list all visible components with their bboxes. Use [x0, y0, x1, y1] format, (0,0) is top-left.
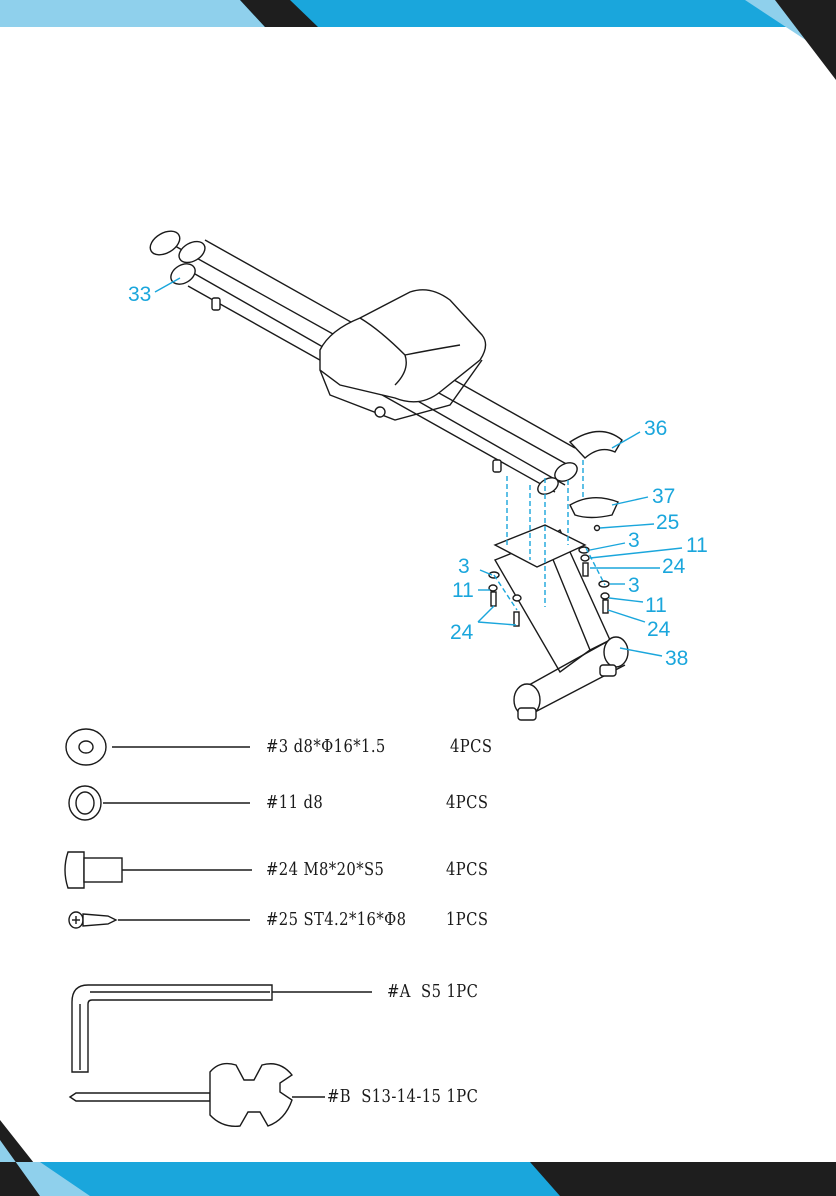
callout-11-upper-right: 11 [686, 535, 708, 556]
bottom-banner [0, 1120, 836, 1196]
flat-washer-icon [66, 729, 106, 765]
tool-spec-a: #A S5 1PC [387, 983, 478, 1001]
hardware-qty-24: 4PCS [446, 861, 488, 879]
callout-24-left: 24 [450, 622, 473, 643]
top-banner [0, 0, 836, 80]
hardware-qty-3: 4PCS [450, 738, 492, 756]
hardware-spec-24: #24 M8*20*S5 [266, 861, 384, 879]
callout-11-lower-right: 11 [645, 595, 667, 616]
hardware-spec-3: #3 d8*Φ16*1.5 [266, 738, 386, 756]
callout-33: 33 [128, 284, 151, 305]
callout-24-upper-right: 24 [662, 556, 685, 577]
seat-carriage [320, 290, 486, 420]
callout-11-left: 11 [452, 580, 474, 601]
hex-bolt-icon [65, 852, 122, 888]
hardware-qty-11: 4PCS [446, 794, 488, 812]
hardware-qty-25: 1PCS [446, 911, 488, 929]
allen-key-icon [72, 985, 272, 1072]
multi-wrench-screwdriver-icon [70, 1064, 292, 1127]
callout-37: 37 [652, 486, 675, 507]
callout-38: 38 [665, 648, 688, 669]
callout-3-lower-right: 3 [628, 575, 640, 596]
exploded-diagram [146, 226, 682, 720]
tool-spec-b: #B S13-14-15 1PC [327, 1088, 478, 1106]
callout-24-lower-right: 24 [647, 619, 670, 640]
callout-3-upper-right: 3 [628, 530, 640, 551]
self-tapping-screw-icon [69, 912, 116, 928]
callout-3-left: 3 [458, 556, 470, 577]
callout-36: 36 [644, 418, 667, 439]
hardware-spec-11: #11 d8 [266, 794, 323, 812]
hardware-spec-25: #25 ST4.2*16*Φ8 [266, 911, 406, 929]
callout-25: 25 [656, 512, 679, 533]
spring-washer-icon [69, 786, 101, 820]
